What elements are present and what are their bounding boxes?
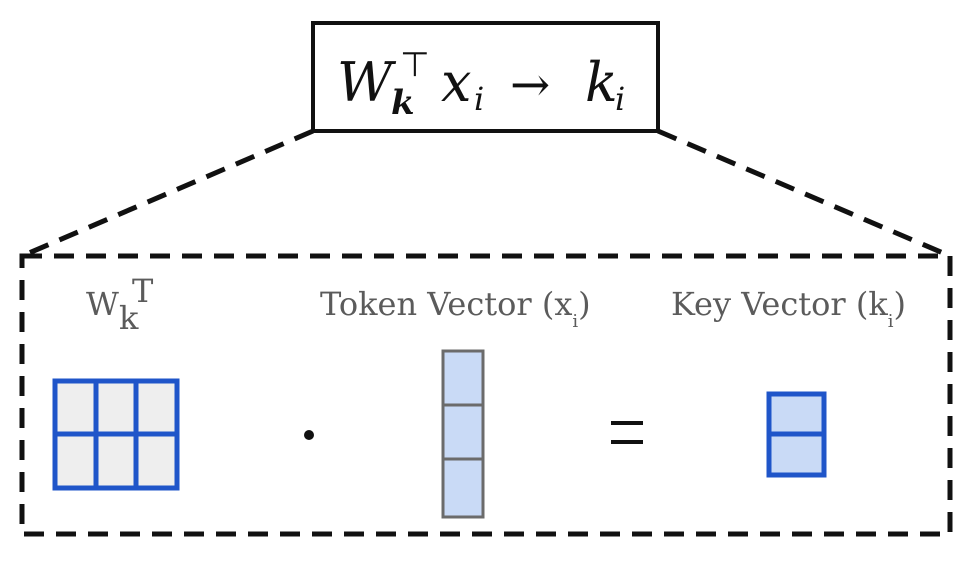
formula-k-sub: i: [615, 80, 625, 118]
formula-x: x: [441, 51, 471, 114]
formula-x-sub: i: [474, 80, 484, 118]
key-label: Key Vector (ki): [671, 285, 906, 332]
key-vector: [766, 391, 827, 478]
token-label-text: Token Vector (x: [320, 285, 572, 323]
weight-matrix: [52, 378, 180, 491]
token-label-main: Token Vector (xi): [320, 285, 591, 332]
formula-W: W: [337, 51, 397, 114]
weight-label: W k T: [86, 272, 154, 337]
formula-transpose: ⊤: [400, 45, 430, 85]
weight-label-sub: k: [119, 299, 139, 337]
detail-frame: [19, 253, 953, 537]
formula-W-sub: k: [391, 83, 415, 123]
key-label-text: Key Vector (k: [671, 285, 888, 323]
equals-operator: [611, 421, 643, 444]
formula-arrow: →: [510, 57, 550, 113]
connector-left: [21, 128, 314, 259]
formula-box: W k ⊤ x i → k i: [311, 21, 660, 133]
formula-k: k: [585, 51, 618, 114]
token-label: Token Vector (xi): [320, 285, 591, 332]
key-label-close: ): [894, 285, 906, 323]
key-label-main: Key Vector (ki): [671, 285, 906, 332]
token-label-close: ): [578, 285, 590, 323]
weight-label-sup: T: [132, 272, 154, 310]
dot-operator: [304, 430, 314, 440]
token-vector: [441, 349, 485, 519]
key-label-sub: i: [888, 311, 894, 332]
connector-right: [657, 128, 951, 259]
token-label-sub: i: [572, 311, 578, 332]
weight-label-main: W: [86, 285, 119, 323]
